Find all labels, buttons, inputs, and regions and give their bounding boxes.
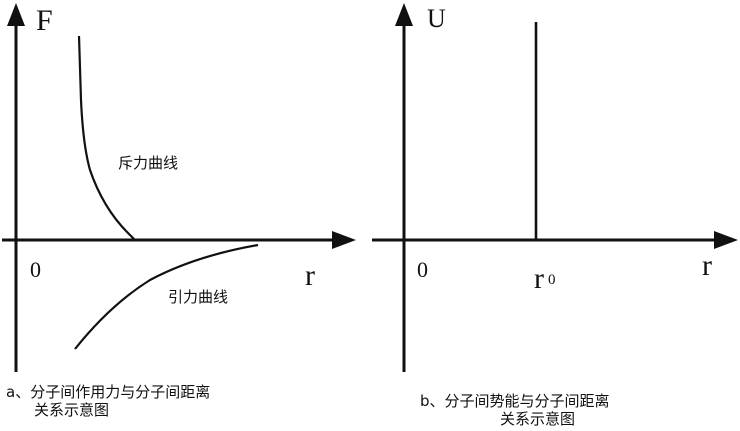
repulsive-curve-label: 斥力曲线 — [118, 154, 178, 172]
panel-a-y-arrow — [7, 3, 25, 26]
repulsive-curve — [77, 35, 135, 240]
attractive-curve-label: 引力曲线 — [168, 288, 228, 306]
panel-b-x-arrow — [714, 231, 738, 249]
panel-b-caption-line1: 分子间势能与分子间距离 — [444, 392, 610, 410]
r0-label-main: r — [534, 262, 544, 295]
panel-b-caption: b、分子间势能与分子间距离 关系示意图 — [420, 392, 720, 428]
panel-b-caption-line2: 关系示意图 — [500, 410, 576, 428]
panel-a-x-arrow — [332, 231, 356, 249]
panel-a-caption-line2: 关系示意图 — [34, 401, 110, 419]
panel-b-y-label: U — [427, 4, 446, 33]
panel-b-caption-prefix: b、 — [420, 392, 445, 410]
attractive-curve — [74, 243, 259, 350]
panel-a-x-label: r — [305, 259, 315, 292]
panel-a-origin-label: 0 — [30, 257, 41, 282]
panel-b-origin-label: 0 — [417, 257, 428, 282]
panel-b-x-label: r — [702, 249, 712, 282]
panel-b-y-arrow — [395, 3, 413, 26]
panel-a-y-label: F — [36, 4, 53, 37]
panel-a-caption-prefix: a、 — [6, 383, 31, 401]
r0-label-sub: 0 — [548, 272, 556, 288]
panel-a: F r 0 斥力曲线 引力曲线 — [2, 3, 356, 372]
panel-a-caption: a、分子间作用力与分子间距离 关系示意图 — [6, 383, 306, 419]
panel-a-caption-line1: 分子间作用力与分子间距离 — [30, 383, 211, 401]
